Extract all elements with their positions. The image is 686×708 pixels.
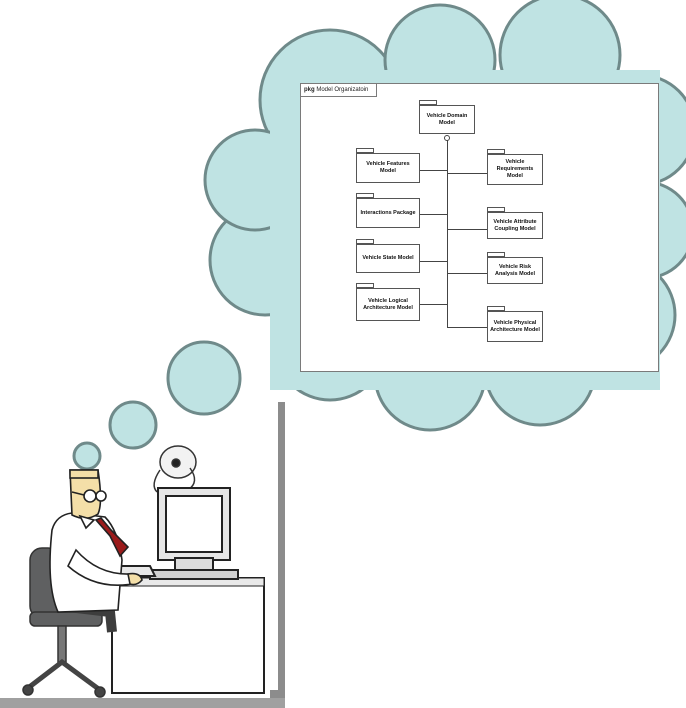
thought-bubble-medium [108,400,158,450]
wire-right-2 [447,229,487,230]
wire-trunk [447,140,448,327]
wire-right-1 [447,173,487,174]
wire-left-4 [419,304,447,305]
thought-bubble-large [166,340,242,416]
package-vehicle-features-model: Vehicle Features Model [356,148,420,183]
wire-left-3 [419,261,447,262]
computer-monitor [113,487,239,580]
frame-title: Model Organizatoin [316,87,369,93]
thought-bubble-small [72,441,102,471]
containment-anchor [444,135,450,141]
tie [94,517,130,558]
wire-left-2 [419,214,447,215]
desk [111,577,265,694]
wire-right-4 [447,327,487,328]
package-vehicle-attribute-coupling-model: Vehicle Attribute Coupling Model [487,207,543,239]
wire-right-3 [447,273,487,274]
package-vehicle-risk-analysis-model: Vehicle Risk Analysis Model [487,252,543,284]
package-vehicle-requirements-model: Vehicle Requirements Model [487,149,543,185]
desk-lamp [153,445,197,493]
frame-keyword: pkg [304,87,315,93]
package-vehicle-logical-architecture-model: Vehicle Logical Architecture Model [356,283,420,321]
engineer-figure [49,469,143,633]
package-vehicle-domain-model: Vehicle Domain Model [419,100,475,134]
package-interactions-package: Interactions Package [356,193,420,228]
wire-left-top [419,170,447,171]
frame-header: pkg Model Organizatoin [301,84,378,97]
package-vehicle-physical-architecture-model: Vehicle Physical Architecture Model [487,306,543,342]
package-diagram-frame: pkg Model Organizatoin Vehicle Domain Mo… [300,83,659,372]
cubicle-wall [0,402,285,708]
package-vehicle-state-model: Vehicle State Model [356,239,420,273]
